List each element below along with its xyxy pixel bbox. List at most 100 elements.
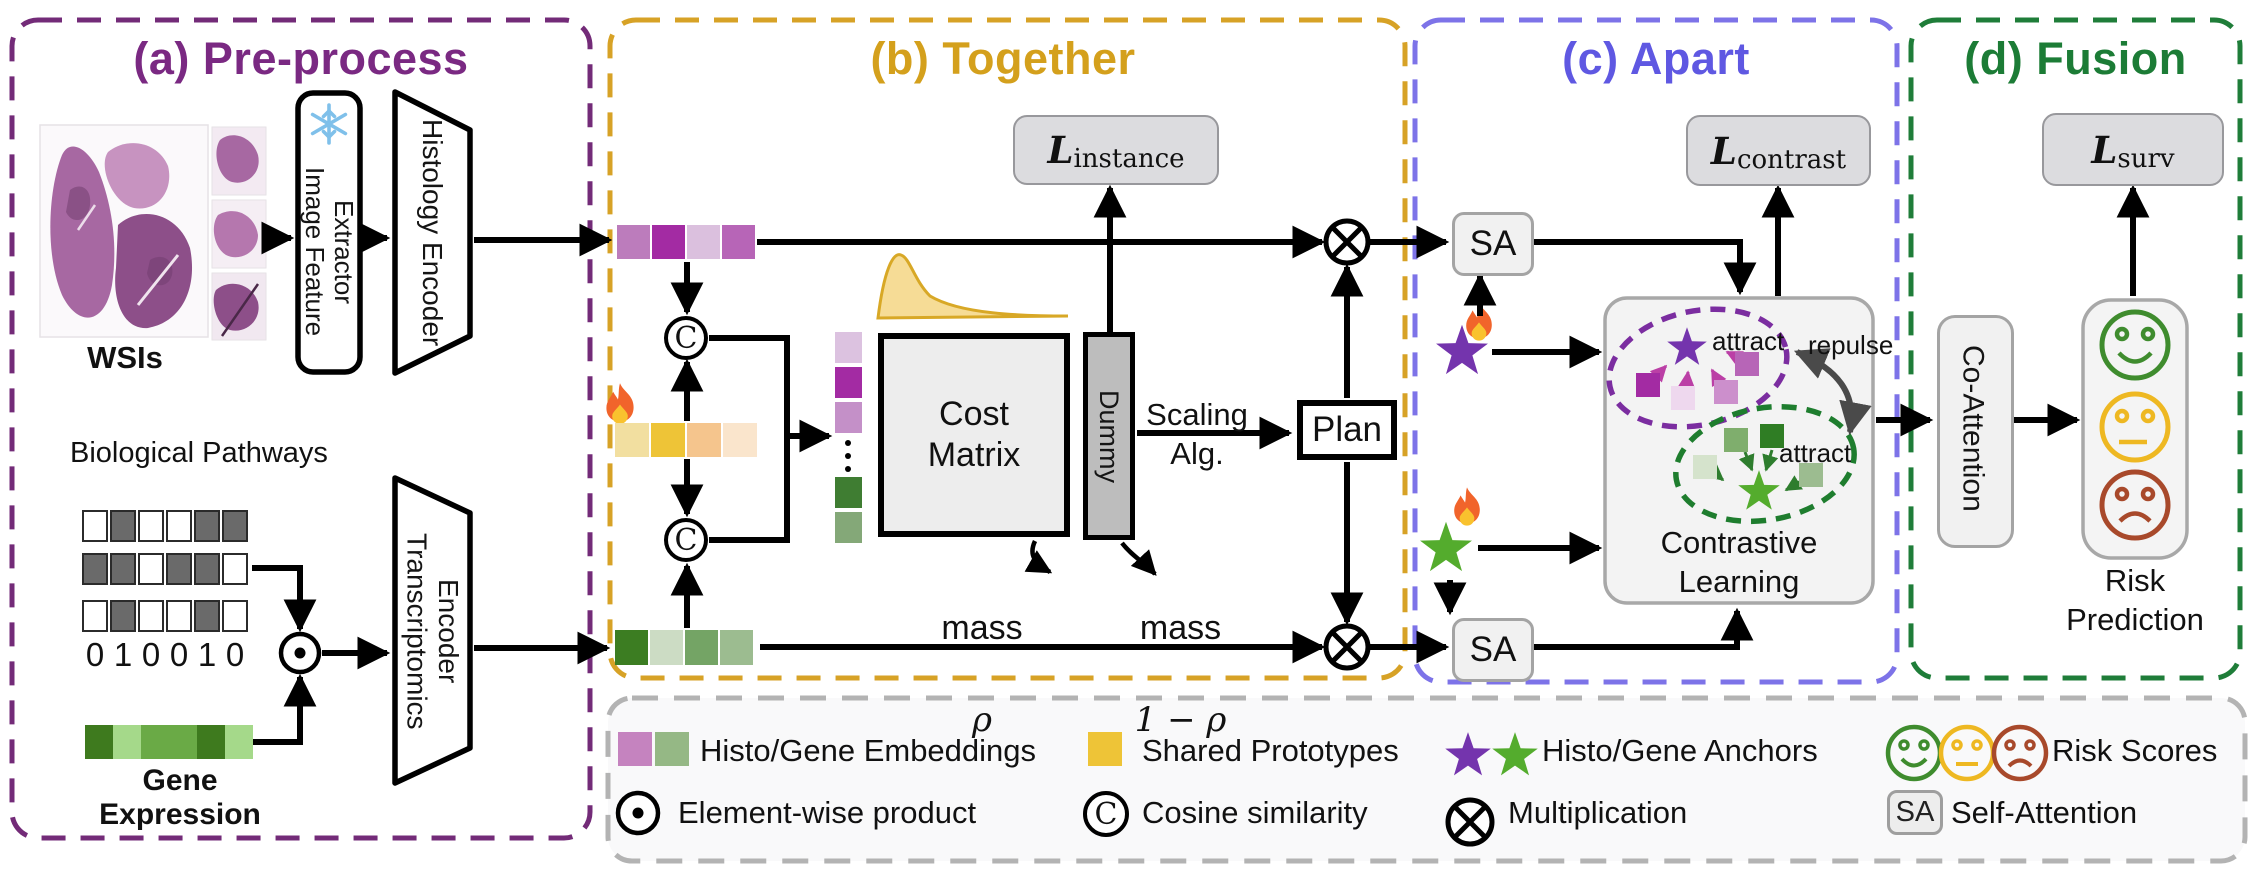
legend-multiplication-label: Multiplication (1508, 795, 1688, 830)
pathway-cell (222, 510, 248, 542)
risk-box (2081, 298, 2189, 560)
smiley-neutral-icon (2099, 391, 2171, 463)
color-square (1088, 732, 1122, 766)
legend-elementwise-label: Element-wise product (678, 795, 977, 830)
repulse-arrow (1793, 348, 1872, 436)
loss-letter: L (1710, 128, 1737, 173)
color-square (617, 225, 650, 259)
legend-risk-scores-label: Risk Scores (2052, 733, 2218, 768)
scaling-alg-label: Scaling Alg. (1146, 397, 1248, 471)
color-square (618, 732, 652, 766)
pathway-cell (110, 510, 136, 542)
cosine-similarity-legend-icon: C (1083, 791, 1129, 837)
legend-prototype-swatch (1088, 732, 1122, 766)
sa-label: SA (1469, 224, 1517, 263)
similarity-stack-top (835, 332, 862, 433)
pathway-cell (82, 553, 108, 585)
color-square (652, 225, 685, 259)
co-attention-label: Co-Attention (1956, 345, 1990, 512)
pathway-cell (194, 553, 220, 585)
attract-label-gene: attract (1779, 438, 1852, 468)
histo-embeddings-bar (617, 225, 755, 259)
legend-embeddings-label: Histo/Gene Embeddings (700, 733, 1037, 768)
cluster-square (1714, 380, 1738, 404)
pathway-cell (222, 600, 248, 632)
transcriptomics-encoder-label: Transcriptomics Encoder (401, 532, 464, 730)
color-square (835, 402, 862, 433)
pathway-row (82, 510, 248, 542)
pathway-cell (138, 600, 164, 632)
repulse-label: repulse (1808, 330, 1894, 360)
cluster-square (1636, 373, 1660, 397)
pathway-cell (110, 553, 136, 585)
co-attention-box (1937, 315, 2014, 548)
legend-embedding-swatches (618, 732, 689, 766)
histology-encoder-label: Histology Encoder (417, 118, 449, 347)
sa-label: SA (1469, 630, 1517, 669)
image-feature-extractor-label: Image Feature Extractor (300, 167, 360, 337)
pathway-cell (82, 510, 108, 542)
color-square (687, 225, 720, 259)
dummy-label: Dummy (1094, 389, 1125, 483)
color-square (835, 477, 862, 508)
color-square (722, 225, 755, 259)
multiplication-legend-icon (1445, 797, 1495, 847)
panel-a-border (9, 17, 593, 841)
gene-segment (113, 725, 141, 759)
loss-letter: L (2091, 127, 2118, 172)
color-square (835, 332, 862, 363)
color-square (615, 630, 648, 665)
plan-label: Plan (1311, 410, 1383, 449)
attract-label-histo: attract (1712, 326, 1785, 356)
panel-a-title: (a) Pre-process (133, 33, 469, 84)
panel-d-title: (d) Fusion (1964, 33, 2187, 84)
color-square (687, 423, 721, 457)
mask-digit: 0 (169, 636, 189, 673)
mass-distribution-curve (876, 253, 1069, 320)
pathway-cell (194, 600, 220, 632)
pathway-cell (166, 553, 192, 585)
contrastive-learning-label: Contrastive Learning (1660, 525, 1818, 599)
connector-arrows (252, 184, 2150, 745)
mask-digit: 0 (141, 636, 161, 673)
pathway-cell (110, 600, 136, 632)
pathway-cell (166, 510, 192, 542)
mask-digit: 0 (85, 636, 105, 673)
snowflake-icon (310, 103, 348, 145)
cost-matrix-box: Cost Matrix (878, 333, 1070, 537)
similarity-stack-bottom (835, 477, 862, 543)
cluster-square (1671, 386, 1695, 410)
wsi-patches (211, 126, 267, 341)
cost-matrix-label: Cost Matrix (927, 395, 1021, 474)
panel-c-title: (c) Apart (1562, 33, 1750, 84)
pathway-cell (82, 600, 108, 632)
legend-self-attention-label: Self-Attention (1951, 795, 2138, 830)
shared-prototypes-bar (615, 423, 757, 457)
gene-segment (197, 725, 225, 759)
histo-cluster-ellipse (1606, 306, 1790, 430)
cosine-similarity-node-bottom: C (664, 518, 708, 562)
transcriptomics-encoder-shape (392, 475, 473, 786)
loss-surv-sub: surv (2117, 143, 2175, 174)
panel-c-border (1412, 17, 1900, 685)
cosine-similarity-node-top: C (664, 316, 708, 360)
gene-anchor-star (1420, 521, 1472, 572)
pathway-cell (222, 553, 248, 585)
elementwise-product-legend-icon (615, 790, 661, 836)
risk-prediction-label: Risk Prediction (2066, 563, 2204, 637)
pathway-cell (138, 510, 164, 542)
elementwise-product-node (278, 631, 322, 675)
wsi-image (39, 124, 209, 338)
legend-border (605, 695, 2248, 864)
flame-icon-gene-anchor (1454, 487, 1480, 526)
panel-b-title: (b) Together (870, 33, 1136, 84)
pathway-row (82, 600, 248, 632)
pathway-cell (138, 553, 164, 585)
cluster-square (1799, 463, 1823, 487)
loss-contrast-sub: contrast (1736, 144, 1847, 175)
gene-embeddings-bar (615, 630, 753, 665)
